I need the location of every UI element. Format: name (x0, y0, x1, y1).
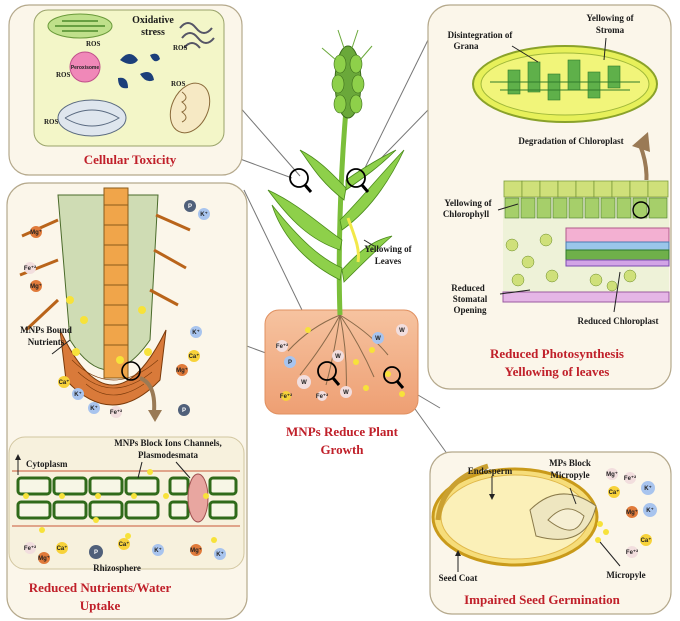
panel-cellular-toxicity: Peroxisome ROS ROS ROS ROS ROS Oxidative… (8, 4, 243, 176)
ion-label: W (335, 354, 341, 360)
ion-label: Fe⁺² (316, 393, 328, 400)
ion-label: Mg⁺ (38, 555, 50, 562)
ion-label: Ca⁺ (119, 541, 130, 548)
peroxisome-label: Peroxisome (71, 65, 100, 71)
yellowing-leaves-label: Leaves (375, 256, 402, 266)
ion-label: Fe⁺² (624, 475, 636, 482)
photosynthesis-title: Reduced Photosynthesis (490, 346, 624, 361)
ion-label: Ca⁺ (609, 489, 620, 496)
ion-label: K⁺ (646, 507, 654, 514)
central-plant: W W Fe⁺² P W W W Fe⁺² Fe⁺² Yellowing of (264, 29, 419, 457)
mps-block-label: MPs Block (549, 458, 591, 468)
stomatal-label: Opening (453, 305, 487, 315)
photosynthesis-title: Yellowing of leaves (505, 364, 610, 379)
reduced-chloroplast-label: Reduced Chloroplast (577, 316, 658, 326)
seed-ions: Mg⁺ Fe⁺² Ca⁺ K⁺ Mg⁺ K⁺ Ca⁺ Fe⁺² (606, 468, 657, 558)
mnps-bound-label: MNPs Bound (20, 325, 72, 335)
grana-label: Grana (453, 41, 479, 51)
panel-seed-germination: Mg⁺ Fe⁺² Ca⁺ K⁺ Mg⁺ K⁺ Ca⁺ Fe⁺² Endosper… (429, 451, 672, 615)
rhizosphere-ions: Fe⁺² Mg⁺ Ca⁺ P Ca⁺ K⁺ Mg⁺ K⁺ (24, 538, 226, 564)
endosperm-label: Endosperm (468, 466, 513, 476)
ion-label: Ca⁺ (189, 353, 200, 360)
mnps-bound-label: Nutrients (28, 337, 65, 347)
seed-germination-title: Impaired Seed Germination (464, 592, 621, 607)
ion-label: K⁺ (192, 329, 200, 336)
chlorophyll-label: Yellowing of (444, 198, 492, 208)
degradation-label: Degradation of Chloroplast (518, 136, 623, 146)
ion-label: Fe⁺² (280, 393, 292, 400)
ion-label: Mg⁺ (176, 367, 188, 374)
ion-label: Fe⁺² (24, 545, 36, 552)
panel-reduced-nutrients: P K⁺ Mg⁺ Fe⁺² Mg⁺ K⁺ Mg⁺ Ca⁺ Ca⁺ K⁺ K⁺ P… (6, 182, 248, 620)
ion-label: K⁺ (216, 551, 224, 558)
ion-label: W (375, 336, 381, 342)
ion-label: P (94, 550, 98, 556)
nutrients-title: Reduced Nutrients/Water (29, 580, 172, 595)
ion-label: Fe⁺² (24, 265, 36, 272)
ion-label: W (343, 390, 349, 396)
ion-label: P (188, 204, 192, 210)
block-channels-label: Plasmodesmata (138, 450, 198, 460)
oxidative-stress-label: Oxidative (132, 15, 174, 26)
ion-label: W (301, 380, 307, 386)
magnifier-icon (289, 168, 405, 389)
stroma-label: Yellowing of (586, 13, 634, 23)
ion-label: Mg⁺ (30, 283, 42, 290)
ion-label: Mg⁺ (30, 229, 42, 236)
ros-label: ROS (56, 71, 71, 79)
ion-label: K⁺ (74, 391, 82, 398)
ion-label: K⁺ (644, 485, 652, 492)
stomatal-label: Stomatal (453, 294, 488, 304)
cytoplasm-label: Cytoplasm (26, 459, 68, 469)
yellowing-leaves-label: Yellowing of (364, 244, 412, 254)
block-channels-label: MNPs Block Ions Channels, (114, 438, 222, 448)
main-title: Growth (320, 442, 364, 457)
ros-label: ROS (44, 118, 59, 126)
soil-particles: W W Fe⁺² P W W W Fe⁺² Fe⁺² (276, 324, 408, 401)
ion-label: Fe⁺² (110, 409, 122, 416)
stomatal-label: Reduced (451, 283, 485, 293)
ion-label: K⁺ (200, 211, 208, 218)
ion-label: K⁺ (154, 547, 162, 554)
ion-label: Ca⁺ (59, 379, 70, 386)
ion-label: P (288, 360, 292, 366)
ion-label: Fe⁺² (626, 549, 638, 556)
ros-label: ROS (173, 44, 188, 52)
cellular-toxicity-title: Cellular Toxicity (84, 152, 177, 167)
ion-label: Fe⁺² (276, 343, 288, 350)
oxidative-stress-label: stress (141, 27, 165, 38)
ion-label: Mg⁺ (190, 547, 202, 554)
ros-label: ROS (86, 40, 101, 48)
mps-block-label: Micropyle (550, 470, 589, 480)
ion-label: Mg⁺ (606, 471, 618, 478)
ion-label: Ca⁺ (57, 545, 68, 552)
ion-label: Mg⁺ (626, 509, 638, 516)
seed-coat-label: Seed Coat (439, 573, 478, 583)
ion-label: W (399, 328, 405, 334)
ion-label: K⁺ (90, 405, 98, 412)
root-ions: P K⁺ Mg⁺ Fe⁺² Mg⁺ K⁺ Mg⁺ Ca⁺ Ca⁺ K⁺ K⁺ P… (24, 200, 210, 418)
nutrients-title: Uptake (80, 598, 121, 613)
micropyle-label: Micropyle (606, 570, 645, 580)
ion-label: P (182, 408, 186, 414)
ros-label: ROS (171, 80, 186, 88)
rhizosphere-label: Rhizosphere (93, 563, 141, 573)
grana-label: Disintegration of (448, 30, 514, 40)
panel-reduced-photosynthesis: Disintegration of Grana Yellowing of Str… (427, 4, 672, 390)
ion-label: Ca⁺ (641, 537, 652, 544)
stroma-label: Stroma (596, 25, 625, 35)
main-title: MNPs Reduce Plant (286, 424, 399, 439)
chlorophyll-label: Chlorophyll (443, 209, 490, 219)
